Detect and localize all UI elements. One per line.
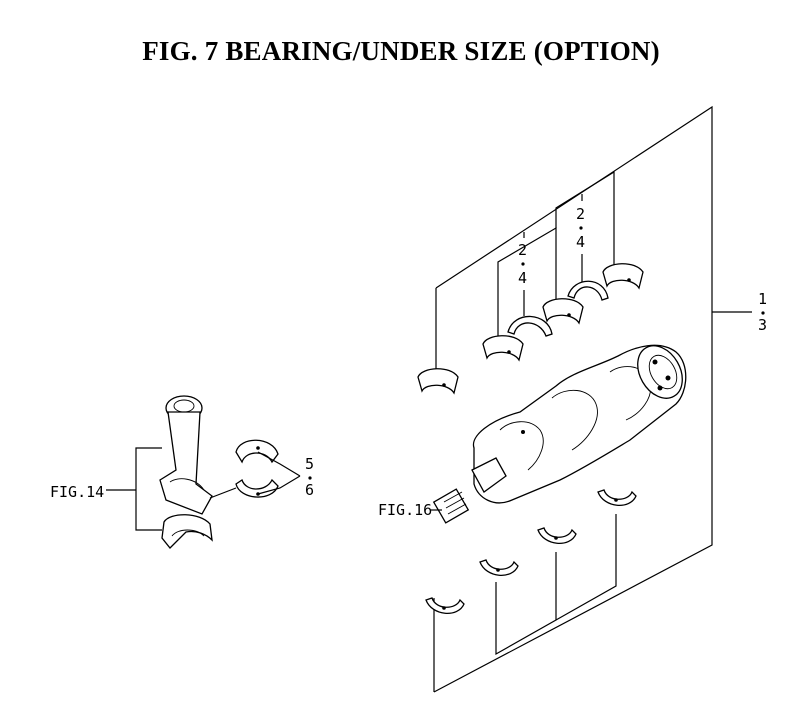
fig16-label: FIG.16 — [378, 501, 432, 519]
callout-5-6: 5 6 — [305, 455, 314, 499]
callout-5-6-bottom: 6 — [305, 481, 314, 499]
rod-bearing-shells — [209, 439, 301, 499]
callout-5-6-top: 5 — [305, 455, 314, 473]
callout-1-3: 1 3 — [712, 290, 767, 334]
callout-2-4-left: 2 4 — [518, 241, 527, 287]
callout-1-3-bottom: 3 — [758, 316, 767, 334]
connecting-rod — [159, 395, 213, 549]
callout-2-4-right: 2 4 — [576, 205, 585, 251]
callout-1-3-top: 1 — [758, 290, 767, 308]
figure-title: FIG. 7 BEARING/UNDER SIZE (OPTION) — [142, 36, 660, 66]
lower-leaders — [495, 514, 617, 656]
fig16-callout: FIG.16 — [378, 501, 442, 519]
callout-2-4b-top: 2 — [576, 205, 585, 223]
callout-2-4a-top: 2 — [518, 241, 527, 259]
crankshaft — [432, 344, 687, 524]
upper-bearing-shells — [417, 263, 644, 395]
fig14-callout: FIG.14 — [50, 447, 162, 531]
fig14-label: FIG.14 — [50, 483, 104, 501]
callout-2-4b-bottom: 4 — [576, 233, 585, 251]
callout-2-4a-bottom: 4 — [518, 269, 527, 287]
lower-bearing-shells — [425, 489, 637, 614]
upper-leaders — [497, 170, 615, 346]
